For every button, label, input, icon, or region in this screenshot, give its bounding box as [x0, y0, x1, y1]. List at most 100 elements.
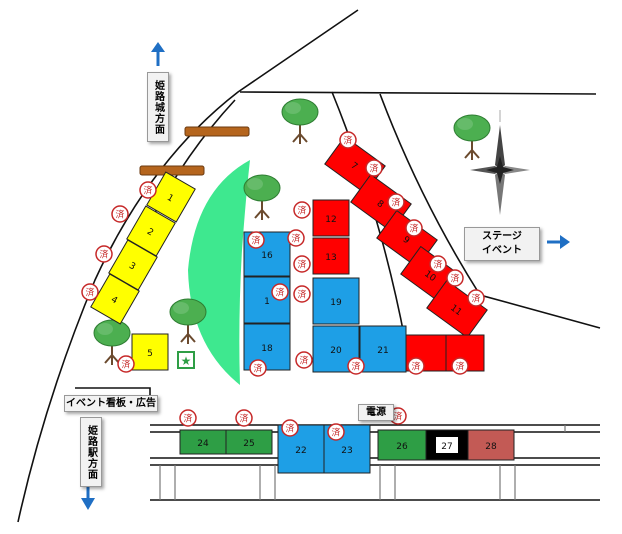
up-arrow-icon	[151, 42, 165, 66]
plaza-top-edge	[239, 91, 597, 95]
booth-box	[179, 429, 227, 455]
done-stamp-icon: 済	[446, 269, 464, 287]
booth-number: 20	[330, 346, 342, 356]
done-stamp-text: 済	[409, 223, 418, 235]
booth-number: 8	[375, 199, 386, 211]
bench	[139, 165, 205, 176]
svg-text:★: ★	[181, 354, 192, 368]
booth-box	[312, 277, 360, 325]
done-stamp-text: 済	[455, 361, 464, 373]
booth-13: 13	[312, 237, 350, 275]
done-stamp-icon: 済	[271, 283, 289, 301]
done-stamp-icon: 済	[293, 201, 311, 219]
done-stamp-icon: 済	[117, 355, 135, 373]
done-stamp-icon: 済	[295, 351, 313, 369]
done-stamp-icon: 済	[287, 229, 305, 247]
done-stamp-text: 済	[253, 363, 262, 375]
done-stamp-icon: 済	[111, 205, 129, 223]
booth-2: 2	[126, 205, 176, 257]
done-stamp-text: 済	[297, 289, 306, 301]
booth-number: 19	[330, 298, 342, 308]
booth-box	[312, 237, 350, 275]
booth-number: 9	[401, 235, 412, 247]
booth-19: 19	[312, 277, 360, 325]
done-stamp-text: 済	[143, 185, 152, 197]
stamps: 済済済済済済済済済済済済済済済済済済済済済済済済済済済済	[81, 131, 485, 441]
booth-number: 2	[145, 227, 155, 239]
done-stamp-text: 済	[297, 205, 306, 217]
booth-number: 16	[261, 251, 273, 261]
tree-icon	[243, 174, 281, 220]
booth-box	[377, 429, 427, 461]
done-stamp-icon: 済	[339, 131, 357, 149]
sign-event-board: イベント看板・広告	[64, 395, 158, 412]
done-stamp-text: 済	[411, 361, 420, 373]
booth-26: 26	[377, 429, 427, 461]
done-stamp-icon: 済	[405, 219, 423, 237]
done-stamp-text: 済	[393, 411, 402, 423]
bench	[184, 126, 250, 137]
done-stamp-icon: 済	[179, 409, 197, 427]
booth-box	[131, 333, 169, 371]
star-marker: ★	[177, 351, 195, 369]
done-stamp-text: 済	[115, 209, 124, 221]
path-edge-2	[379, 93, 601, 329]
booth-number: 1	[264, 297, 270, 307]
sign-himeji-station: 姫路駅方面	[80, 417, 102, 487]
done-stamp-icon: 済	[235, 409, 253, 427]
done-stamp-icon: 済	[95, 245, 113, 263]
booth-number: 5	[147, 349, 153, 359]
done-stamp-text: 済	[239, 413, 248, 425]
booth-number: 4	[109, 295, 119, 307]
booth-25: 25	[225, 429, 273, 455]
done-stamp-text: 済	[369, 163, 378, 175]
done-stamp-text: 済	[343, 135, 352, 147]
done-stamp-icon: 済	[327, 423, 345, 441]
done-stamp-icon: 済	[347, 357, 365, 375]
done-stamp-icon: 済	[281, 419, 299, 437]
done-stamp-icon: 済	[389, 407, 407, 425]
booth-box	[312, 199, 350, 237]
tree-icon	[453, 114, 491, 160]
booth-28: 28	[467, 429, 515, 461]
steps-posts	[159, 425, 566, 500]
booth-21: 21	[359, 325, 407, 373]
booth-box	[359, 325, 407, 373]
done-stamp-text: 済	[351, 361, 360, 373]
sign-stage-event-line2: イベント	[482, 245, 522, 256]
sign-himeji-castle: 姫路城方面	[147, 72, 169, 142]
done-stamp-text: 済	[450, 273, 459, 285]
sign-stage-event: ステージ イベント	[464, 227, 540, 261]
booth-number: 13	[325, 253, 336, 263]
booth-number: 25	[243, 439, 254, 449]
booth-box	[225, 429, 273, 455]
done-stamp-text: 済	[433, 259, 442, 271]
done-stamp-text: 済	[299, 355, 308, 367]
booth-number: 7	[349, 161, 360, 172]
booth-24: 24	[179, 429, 227, 455]
done-stamp-icon: 済	[407, 357, 425, 375]
booth-5: 5	[131, 333, 169, 371]
done-stamp-icon: 済	[467, 289, 485, 307]
booth-number: 1	[165, 193, 175, 205]
booth-number: 22	[295, 446, 306, 456]
done-stamp-text: 済	[85, 287, 94, 299]
booth-number: 27	[441, 442, 452, 452]
done-stamp-text: 済	[275, 287, 284, 299]
booth-number: 18	[261, 344, 273, 354]
done-stamp-text: 済	[291, 233, 300, 245]
booth-number: 28	[485, 442, 497, 452]
done-stamp-icon: 済	[247, 231, 265, 249]
tree-icon	[281, 98, 319, 144]
booth-number: 24	[197, 439, 209, 449]
booth-12: 12	[312, 199, 350, 237]
done-stamp-icon: 済	[139, 181, 157, 199]
done-stamp-text: 済	[183, 413, 192, 425]
booth-4: 4	[90, 273, 140, 325]
done-stamp-text: 済	[121, 359, 130, 371]
done-stamp-text: 済	[297, 259, 306, 271]
done-stamp-text: 済	[391, 197, 400, 209]
booth-number: 26	[396, 442, 408, 452]
done-stamp-text: 済	[331, 427, 340, 439]
